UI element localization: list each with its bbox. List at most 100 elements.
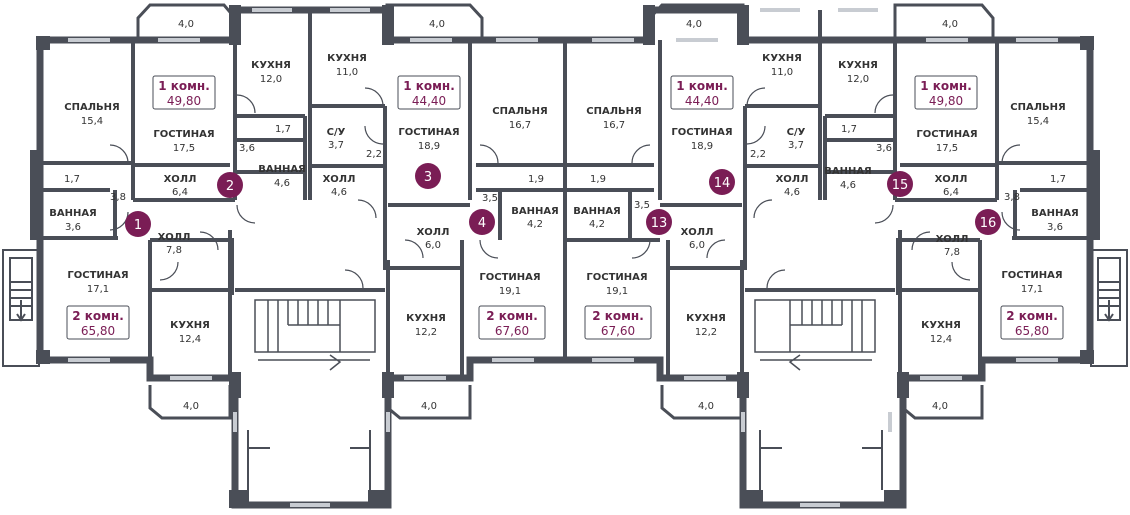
- apartment-number-marker[interactable]: 14: [709, 169, 735, 195]
- apartment-badge[interactable]: 1 комн. 49,80: [914, 75, 978, 110]
- apartment-number: 13: [651, 216, 668, 231]
- room-label: 1,7: [275, 124, 291, 135]
- balcony-area: 4,0: [698, 401, 714, 412]
- apartment-badge[interactable]: 1 комн. 44,40: [670, 75, 734, 110]
- room-label: 3,5: [634, 200, 650, 211]
- balconies-top: [136, 3, 995, 40]
- balcony-area: 4,0: [178, 19, 194, 30]
- apartment-number: 1: [134, 218, 142, 233]
- apartment-number: 15: [892, 178, 909, 193]
- apartment-badge[interactable]: 2 комн. 65,80: [1000, 305, 1064, 340]
- room-label: 3,8: [1004, 192, 1020, 203]
- balcony-area: 4,0: [183, 401, 199, 412]
- balcony-area: 4,0: [932, 401, 948, 412]
- apartment-area: 44,40: [685, 94, 719, 108]
- balcony-area: 4,0: [942, 19, 958, 30]
- balcony: [148, 385, 232, 420]
- room-label: 2,2: [366, 149, 382, 160]
- apartment-number-marker[interactable]: 15: [887, 171, 913, 197]
- apartment-area: 67,60: [601, 324, 635, 338]
- apartment-number: 3: [424, 170, 432, 185]
- apartment-number: 14: [714, 176, 731, 191]
- apartment-number: 4: [478, 216, 486, 231]
- room-label: 1,7: [64, 174, 80, 185]
- room-label: 1,9: [590, 174, 606, 185]
- room-label: 1,7: [1050, 174, 1066, 185]
- apartment-number: 2: [226, 179, 234, 194]
- apartment-badge[interactable]: 2 комн. 65,80: [66, 305, 130, 340]
- apartment-badge[interactable]: 2 комн. 67,60: [584, 305, 652, 340]
- balcony-labels: 4,0 4,0 4,0 4,0 4,0 4,0 4,0 4,0: [178, 19, 958, 412]
- apartment-rooms: 2 комн.: [72, 309, 124, 323]
- balconies-bottom: [148, 385, 984, 420]
- apartment-rooms: 2 комн.: [592, 309, 644, 323]
- apartment-badge[interactable]: 1 комн. 44,40: [397, 75, 461, 110]
- apartment-area: 44,40: [412, 94, 446, 108]
- apartment-rooms: 1 комн.: [920, 79, 972, 93]
- apartment-number-marker[interactable]: 2: [217, 172, 243, 198]
- apartment-number-marker[interactable]: 3: [415, 163, 441, 189]
- room-label: 3,5: [482, 193, 498, 204]
- door-swings: [109, 87, 1021, 289]
- apartment-number-marker[interactable]: 4: [469, 209, 495, 235]
- balcony-area: 4,0: [421, 401, 437, 412]
- apartment-rooms: 1 комн.: [676, 79, 728, 93]
- staircases: [254, 299, 876, 371]
- room-label: 3,8: [110, 192, 126, 203]
- apartment-area: 49,80: [929, 94, 963, 108]
- windows: [68, 8, 1058, 507]
- apartment-badge[interactable]: 1 комн. 49,80: [152, 75, 216, 110]
- apartment-number-marker[interactable]: 13: [646, 209, 672, 235]
- apartment-area: 67,60: [495, 324, 529, 338]
- apartment-badges: 1 комн. 49,80 1 комн. 44,40 1 комн. 44,4…: [66, 75, 1064, 340]
- room-label: 1,7: [841, 124, 857, 135]
- interior-walls: [40, 10, 1090, 378]
- apartment-rooms: 2 комн.: [486, 309, 538, 323]
- entrances: [247, 430, 883, 490]
- balcony: [893, 3, 995, 40]
- apartment-rooms: 1 комн.: [403, 79, 455, 93]
- apartment-number-marker[interactable]: 16: [975, 209, 1001, 235]
- apartment-badge[interactable]: 2 комн. 67,60: [478, 305, 546, 340]
- apartment-number-marker[interactable]: 1: [125, 211, 151, 237]
- balcony-area: 4,0: [686, 19, 702, 30]
- apartment-rooms: 2 комн.: [1006, 309, 1058, 323]
- apartment-area: 49,80: [167, 94, 201, 108]
- apartment-markers: 1 2 3 4 13 14 15 16: [125, 163, 1001, 237]
- balcony-area: 4,0: [429, 19, 445, 30]
- apartment-rooms: 1 комн.: [158, 79, 210, 93]
